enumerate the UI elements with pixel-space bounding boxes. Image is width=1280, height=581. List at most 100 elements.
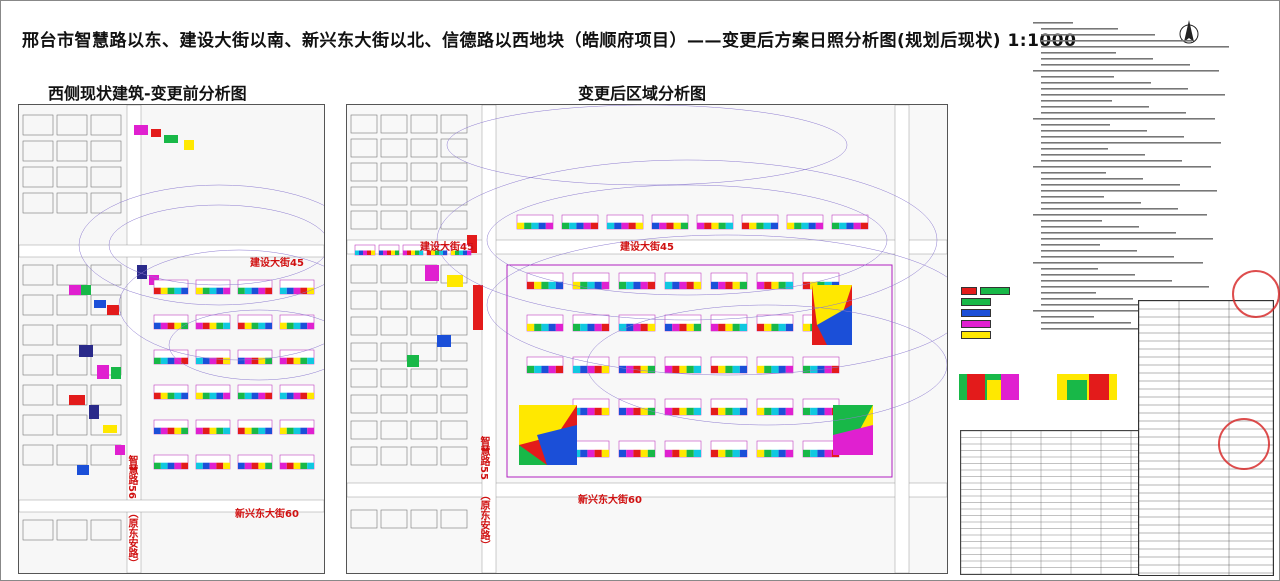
sunlight-band [455,250,459,255]
left-road-south: 新兴东大街60 [235,509,299,520]
sunlight-band [258,287,266,294]
building-samples [959,374,1117,400]
legend-row [961,286,1031,295]
sunlight-band [181,392,188,399]
sunlight-band [527,323,535,331]
sunlight-band [693,281,701,289]
sunlight-band [764,365,772,373]
sunlight-band [693,323,701,331]
legend-row [961,297,1031,306]
note-line [1041,154,1145,156]
sunlight-band [196,357,203,364]
sunlight-band [286,357,294,364]
note-line [1041,286,1209,288]
sunlight-band [711,323,719,331]
sunlight-band [771,365,779,373]
sunlight-band [647,449,655,457]
note-line [1041,124,1110,126]
right-road-west-note: （原东安路） [478,490,489,550]
sunlight-band [590,222,598,229]
sunlight-band [181,462,188,469]
sunlight-band [258,357,266,364]
sunlight-band [286,427,294,434]
sunlight-band [569,222,577,229]
note-line [1041,34,1155,36]
sunlight-band [763,222,771,229]
sunlight-band [853,222,861,229]
sunlight-band [293,392,301,399]
note-line [1033,214,1207,216]
sunlight-band [711,281,719,289]
sunlight-band [764,323,772,331]
sunlight-band [718,281,726,289]
sunlight-band [431,250,435,255]
sunlight-band [739,407,747,415]
legend-yellow-icon [961,330,991,339]
right-site-plan-drawing [347,105,947,573]
sunlight-band [202,392,210,399]
sunlight-band [846,222,854,229]
sunlight-band [665,449,673,457]
sunlight-band [307,357,314,364]
note-line [1041,64,1190,66]
note-line [1041,268,1098,270]
sunlight-band [280,357,287,364]
sunlight-band [181,322,188,329]
note-line [1041,112,1186,114]
right-road-north-a: 建设大街45 [420,242,474,253]
sunlight-band [300,462,308,469]
sunlight-band [640,365,648,373]
sunlight-band [817,449,825,457]
note-line [1041,58,1153,60]
sunlight-band [587,365,595,373]
sunlight-band [196,427,203,434]
sunlight-band [223,357,230,364]
sunlight-band [154,392,161,399]
sunlight-band [527,281,535,289]
sunlight-band [293,357,301,364]
design-notes [1033,20,1233,353]
note-line [1041,202,1141,204]
sunlight-band [757,365,765,373]
sunlight-band [711,449,719,457]
sunlight-band [459,250,463,255]
sunlight-band [757,281,765,289]
sunlight-band [665,365,673,373]
sunlight-band [251,287,259,294]
sunlight-band [580,449,588,457]
sunlight-band [300,427,308,434]
sunlight-band [196,322,203,329]
sunlight-band [435,250,439,255]
sunlight-band [633,449,641,457]
sunlight-band [659,222,667,229]
sunlight-band [265,427,272,434]
seal-stamp-icon [1218,418,1270,470]
sunlight-band [534,323,542,331]
sunlight-band [686,449,694,457]
note-line [1041,40,1192,42]
sunlight-band [757,407,765,415]
sunlight-band [764,407,772,415]
sunlight-band [580,281,588,289]
sunlight-band [300,392,308,399]
note-line [1041,82,1151,84]
sunlight-band [672,365,680,373]
sunlight-band [725,281,733,289]
sunlight-band [594,281,602,289]
sunlight-band [251,322,259,329]
sunlight-band [601,281,609,289]
left-road-west: 智慧路56 [126,455,137,499]
sunlight-band [167,392,175,399]
sunlight-band [216,357,224,364]
sunlight-band [280,322,287,329]
sunlight-band [265,392,272,399]
sunlight-band [803,281,811,289]
sunlight-band [555,365,563,373]
sunlight-band [725,323,733,331]
note-line [1041,184,1180,186]
left-site-plan-drawing [19,105,324,573]
sunlight-band [583,222,591,229]
sunlight-band [785,365,793,373]
sunlight-band [395,250,399,255]
note-line [1041,100,1112,102]
